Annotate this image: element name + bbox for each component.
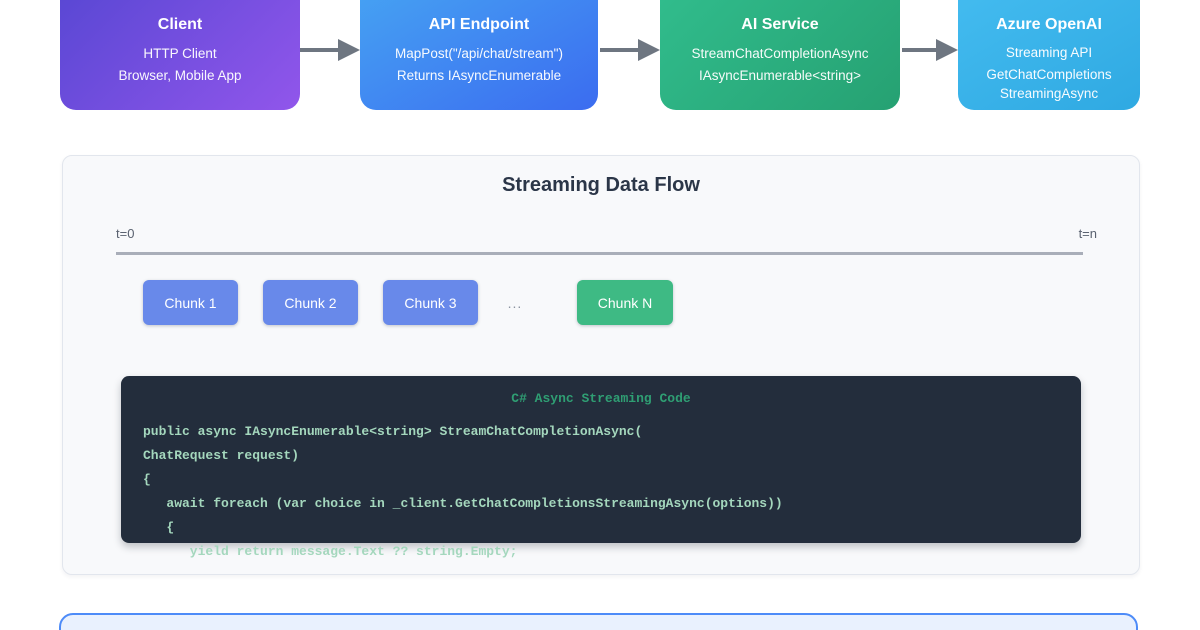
chunk-ellipsis: ... (493, 280, 537, 325)
node-title: Client (74, 16, 286, 34)
bottom-panel (59, 613, 1138, 630)
timeline-axis (116, 252, 1083, 255)
node-detail: IAsyncEnumerable<string> (674, 65, 886, 87)
flow-arrow-icon (902, 39, 958, 61)
code-line: await foreach (var choice in _client.Get… (143, 492, 1081, 516)
arrow-shaft (600, 48, 640, 52)
flow-node-azure-openai: Azure OpenAI Streaming API GetChatComple… (958, 0, 1140, 110)
arrow-head (638, 39, 660, 61)
arrow-head (338, 39, 360, 61)
flow-node-client: Client HTTP Client Browser, Mobile App (60, 0, 300, 110)
node-detail: Browser, Mobile App (74, 65, 286, 87)
streaming-data-flow-panel: Streaming Data Flow t=0 t=n Chunk 1 Chun… (62, 155, 1140, 575)
node-detail: HTTP Client (74, 43, 286, 65)
chunk-box-2: Chunk 2 (263, 280, 358, 325)
code-line: yield return message.Text ?? string.Empt… (143, 540, 1081, 564)
node-detail: GetChatCompletions StreamingAsync (972, 65, 1126, 103)
chunk-box-n: Chunk N (577, 280, 673, 325)
code-line: public async IAsyncEnumerable<string> St… (143, 420, 1081, 444)
flow-arrow-icon (600, 39, 660, 61)
flow-node-api-endpoint: API Endpoint MapPost("/api/chat/stream")… (360, 0, 598, 110)
arrow-head (936, 39, 958, 61)
timeline-end-label: t=n (1079, 226, 1097, 241)
code-block: C# Async Streaming Code public async IAs… (121, 376, 1081, 543)
panel-title: Streaming Data Flow (63, 174, 1139, 197)
code-line: { (143, 468, 1081, 492)
node-detail: MapPost("/api/chat/stream") (374, 43, 584, 65)
node-title: AI Service (674, 16, 886, 34)
code-body: public async IAsyncEnumerable<string> St… (121, 420, 1081, 564)
chunk-box-1: Chunk 1 (143, 280, 238, 325)
arrow-shaft (902, 48, 938, 52)
code-line: ChatRequest request) (143, 444, 1081, 468)
code-line: { (143, 516, 1081, 540)
timeline-start-label: t=0 (116, 226, 134, 241)
code-block-title: C# Async Streaming Code (121, 376, 1081, 408)
flow-arrow-icon (300, 39, 360, 61)
node-title: Azure OpenAI (972, 16, 1126, 34)
flow-node-ai-service: AI Service StreamChatCompletionAsync IAs… (660, 0, 900, 110)
node-title: API Endpoint (374, 16, 584, 34)
node-detail: Streaming API (972, 43, 1126, 62)
arrow-shaft (300, 48, 340, 52)
node-detail: Returns IAsyncEnumerable (374, 65, 584, 87)
chunk-box-3: Chunk 3 (383, 280, 478, 325)
node-detail: StreamChatCompletionAsync (674, 43, 886, 65)
